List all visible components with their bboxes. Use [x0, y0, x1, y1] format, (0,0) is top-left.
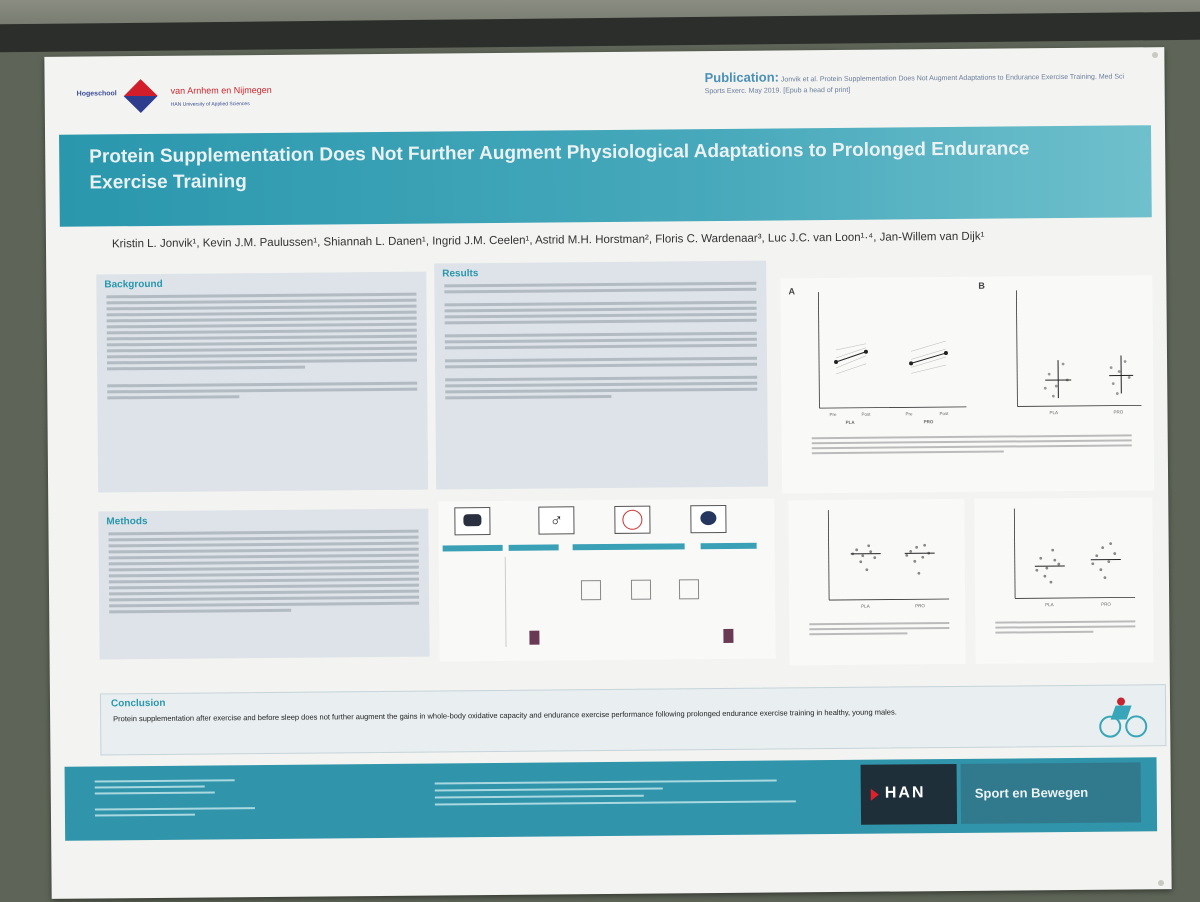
background-section: Background — [96, 271, 429, 493]
figure-c-svg — [827, 510, 950, 601]
figure-a-tick-1: Pre — [829, 412, 837, 418]
conclusion-heading: Conclusion — [110, 697, 166, 710]
figure-a-y-axis — [818, 292, 820, 409]
results-text-block — [434, 281, 767, 400]
figure-a-tick-2: Post — [861, 411, 871, 417]
figure-a-individual-lines — [835, 340, 947, 375]
figure-lean-mass: PLA PRO — [974, 497, 1154, 664]
timeline-bar-2 — [508, 544, 559, 551]
figure-b-points — [1043, 360, 1131, 398]
pin-top-right — [1152, 52, 1158, 58]
results-heading: Results — [442, 268, 479, 280]
author-list: Kristin L. Jonvik¹, Kevin J.M. Paulussen… — [111, 230, 985, 251]
figure-d-svg — [1013, 508, 1136, 599]
methods-text-block — [98, 529, 429, 614]
poster: Hogeschool van Arnhem en Nijmegen HAN Un… — [44, 47, 1172, 899]
figure-time-trial: PLA PRO — [788, 498, 966, 666]
figure-d-caption — [995, 617, 1136, 636]
figure-d-cat-pro: PRO — [1101, 601, 1111, 607]
sport-logo: Sport en Bewegen — [960, 762, 1142, 824]
figure-ab-caption — [811, 431, 1132, 457]
timeline-bar-4 — [700, 542, 757, 550]
conclusion-text: Protein supplementation after exercise a… — [113, 707, 897, 724]
background-heading: Background — [104, 278, 163, 291]
logo-diamond-icon — [123, 79, 158, 114]
footer-affiliations — [434, 774, 815, 810]
publication-info: Publication: Jonvik et al. Protein Suppl… — [704, 65, 1124, 96]
figure-a-tick-4: Post — [939, 411, 949, 417]
pin-bottom-right — [1158, 880, 1164, 886]
figure-a-x-axis — [819, 406, 967, 409]
publication-label: Publication: — [704, 69, 780, 86]
timeline-box-2 — [630, 579, 652, 600]
figure-a-mean-line-pro — [910, 352, 947, 364]
han-logo: HAN — [860, 763, 958, 825]
figure-a-group-pro: PRO — [923, 419, 934, 425]
figure-c-cat-pro: PRO — [915, 603, 925, 609]
results-section: Results — [434, 260, 769, 490]
figure-c-cat-pla: PLA — [861, 603, 870, 609]
han-arrow-icon — [870, 788, 879, 801]
figure-b-y-axis — [1016, 290, 1018, 407]
timeline-thumb-1 — [529, 630, 540, 645]
figure-a-tick-3: Pre — [905, 411, 913, 417]
background-text-block — [96, 292, 427, 400]
title-banner: Protein Supplementation Does Not Further… — [59, 125, 1152, 227]
figure-d-cat-pla: PLA — [1045, 602, 1054, 608]
university-logo: Hogeschool van Arnhem en Nijmegen HAN Un… — [77, 75, 307, 121]
figure-b-cat-pla: PLA — [1049, 410, 1059, 416]
timeline-bar-1 — [442, 544, 503, 552]
timer-icon — [614, 505, 651, 534]
group-icon — [454, 507, 491, 536]
conclusion-section: Conclusion Protein supplementation after… — [99, 684, 1167, 756]
study-design-figure: ♂ — [438, 498, 776, 662]
timeline-thumb-2 — [723, 628, 734, 643]
figure-a-group-pla: PLA — [845, 419, 855, 425]
figure-c-caption — [809, 619, 950, 638]
figure-b-cat-pro: PRO — [1113, 409, 1124, 415]
timeline-bar-3 — [572, 543, 685, 551]
logo-subtitle: HAN University of Applied Sciences — [170, 101, 250, 108]
timeline-box-3 — [678, 579, 700, 600]
timeline-col-1 — [442, 556, 507, 648]
figure-ab-svg — [818, 290, 1142, 409]
cyclist-icon — [1099, 693, 1148, 739]
timeline-box-1 — [580, 580, 602, 601]
methods-heading: Methods — [106, 516, 148, 528]
poster-title: Protein Supplementation Does Not Further… — [89, 138, 1030, 194]
male-icon: ♂ — [538, 506, 575, 535]
logo-right-text: van Arnhem en Nijmegen — [170, 84, 272, 96]
methods-section: Methods — [98, 508, 430, 660]
supplement-icon — [690, 504, 727, 534]
logo-left-text: Hogeschool — [76, 90, 117, 98]
sport-text: Sport en Bewegen — [974, 784, 1089, 801]
figure-a-mean-line-pla — [835, 351, 867, 363]
footer-contact-block — [94, 775, 295, 821]
han-text: HAN — [884, 784, 926, 802]
figure-b-x-axis — [1017, 404, 1142, 407]
figure-vo2max: A B — [780, 275, 1155, 494]
